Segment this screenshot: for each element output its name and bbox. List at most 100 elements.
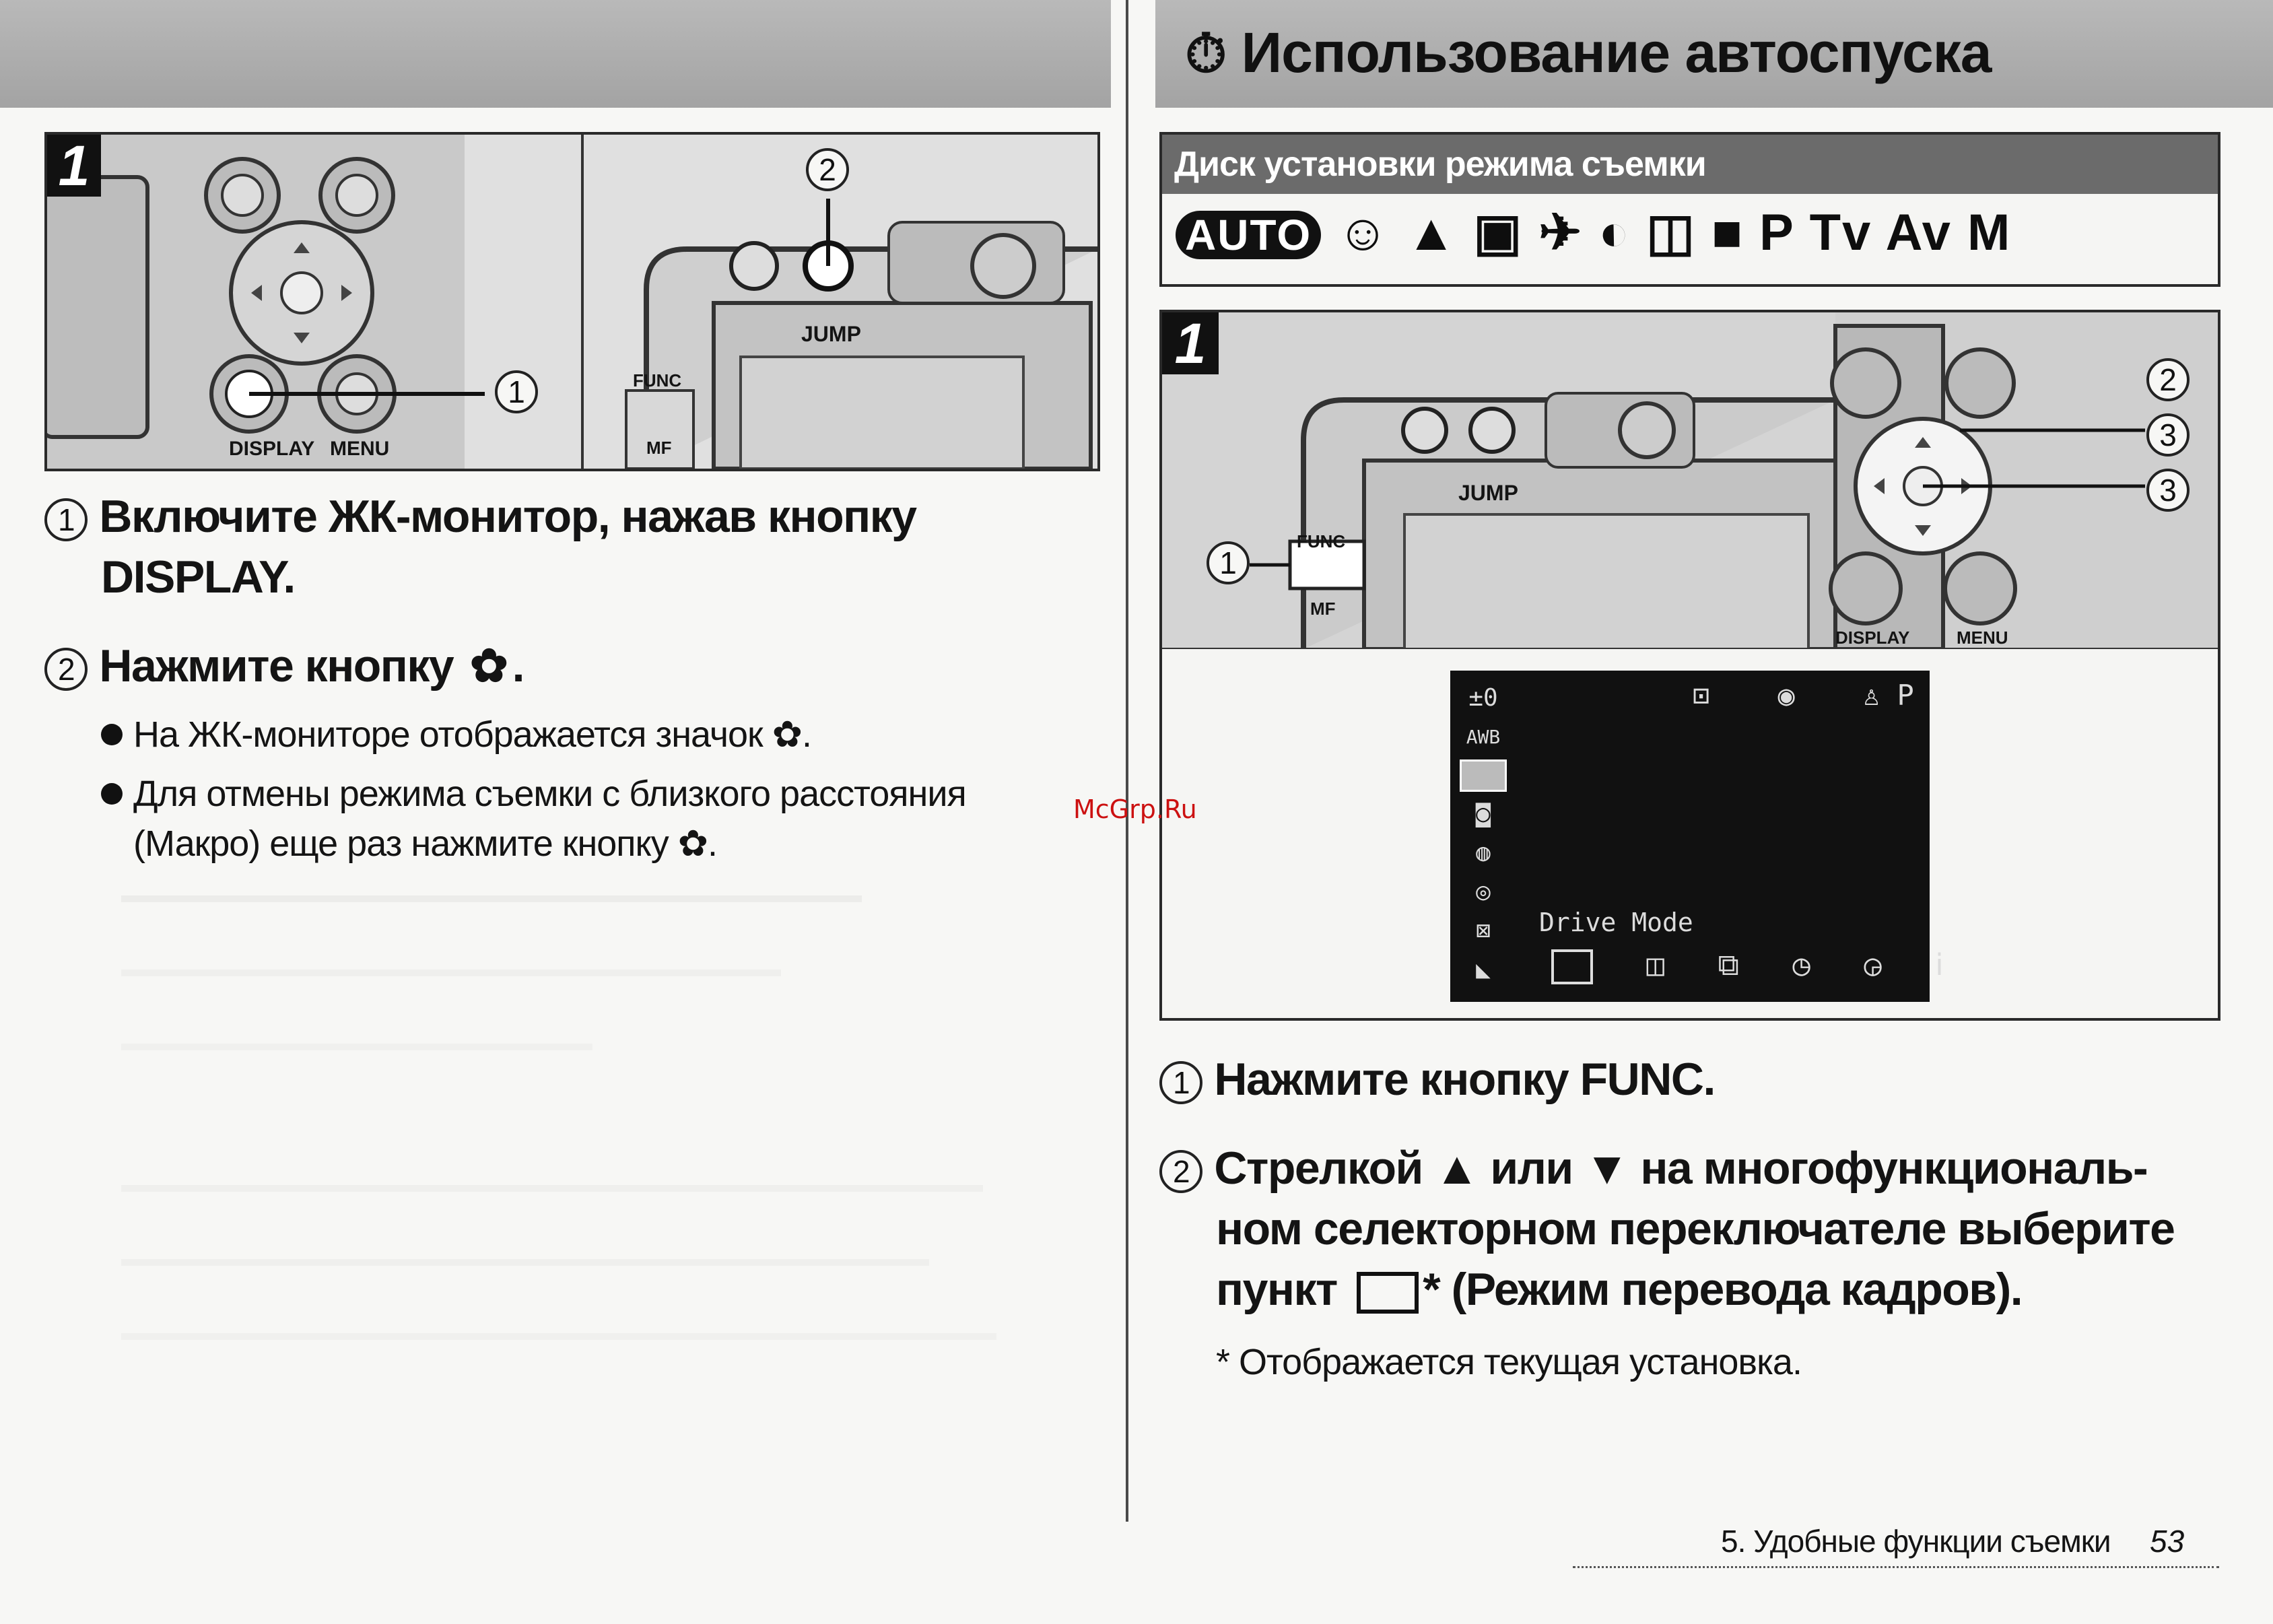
macro-flower-icon: ✿	[469, 640, 508, 691]
bullet-1-text: На ЖК-мониторе отображается значок	[133, 714, 764, 755]
movie-icon: ■	[1711, 204, 1744, 261]
iso-icon: ◙	[1476, 800, 1491, 827]
camera-buttons-drawing	[204, 135, 1097, 469]
flash-icon: ◉	[1777, 679, 1795, 712]
left-bullet-2: Для отмены режима съемки с близкого расс…	[101, 769, 1097, 869]
af-frame-icon: ⊡	[1693, 679, 1710, 712]
footer-section: 5. Удобные функции съемки	[1721, 1524, 2111, 1559]
callout-2: 2	[806, 148, 849, 191]
callout-3b: 3	[2146, 469, 2190, 512]
callout-1: 1	[495, 370, 538, 413]
lcd-func-menu: ±0 AWB ◙ ◍ ◎ ⊠ ◣ ⊡ ◉ ♙ P Drive Mode ◫ ⧉ …	[1450, 671, 1944, 1002]
step-2-line1: Стрелкой ▲ или ▼ на многофункциональ-	[1214, 1143, 2148, 1194]
step-2-period: .	[512, 640, 525, 691]
func-label: FUNC	[633, 370, 682, 391]
portrait-icon: ☺	[1336, 204, 1390, 261]
func-label: FUNC	[1297, 531, 1346, 551]
step-1-text: Нажмите кнопку FUNC.	[1214, 1054, 1716, 1105]
step-2-number: 2	[44, 648, 88, 691]
timer-2-icon[interactable]: ◶	[1864, 948, 1882, 982]
step-1-text-line2: DISPLAY.	[101, 551, 296, 603]
drive-mode-selected-icon	[1460, 759, 1507, 792]
scene-icon: ◐	[1598, 204, 1631, 261]
jump-label: JUMP	[801, 322, 861, 346]
display-button-label: DISPLAY	[1835, 628, 1910, 648]
callout-3a: 3	[2146, 413, 2190, 456]
page-title: ⏱ Использование автоспуска	[1185, 20, 1992, 86]
step-number-badge: 1	[47, 135, 101, 197]
av-mode-icon: Av	[1885, 204, 1952, 261]
camera-back-drawing	[1162, 312, 2218, 649]
lcd-top-icons: ⊡ ◉ ♙ P	[1693, 679, 1914, 712]
step-2-text: Нажмите кнопку	[99, 640, 454, 691]
bullet-dot	[101, 782, 123, 805]
step-2-number: 2	[1159, 1150, 1202, 1194]
bullet-dot	[101, 723, 123, 745]
display-button-label: DISPLAY	[229, 438, 315, 460]
mode-dial-box: Диск установки режима съемки AUTO ☺ ▲ ▣ …	[1159, 132, 2220, 287]
bullet-2-text-line1: Для отмены режима съемки с близкого расс…	[133, 774, 967, 814]
page-divider	[1126, 0, 1128, 1522]
left-header-bar	[0, 0, 1111, 108]
right-header-bar	[1155, 0, 2273, 108]
timer-10-icon[interactable]: ◷	[1792, 948, 1810, 982]
drive-mode-label: Drive Mode	[1539, 908, 1693, 937]
bullet-2-text-line2: (Макро) еще раз нажмите кнопку	[133, 823, 669, 864]
watermark: McGrp.Ru	[1073, 794, 1197, 824]
metering-icon: ⊠	[1476, 917, 1491, 945]
callout-2: 2	[2146, 358, 2190, 401]
macro-flower-icon: ✿	[677, 823, 708, 864]
right-camera-photo: 1 JUMP FUNC MF DISPLAY MENU 1 2 3 3 ±0 A…	[1159, 310, 2220, 1021]
self-timer-icon: ⏱	[1185, 24, 1227, 83]
hi-speed-icon[interactable]: ⧉	[1718, 948, 1739, 982]
lcd-bottom-icons: ◫ ⧉ ◷ ◶ ⅰ	[1551, 948, 1944, 984]
camera-shake-icon: ♙	[1862, 679, 1880, 712]
left-camera-photo: 1 DISPLAY MENU JUMP FUNC MF 1 2	[44, 132, 1100, 471]
lcd-left-column: ±0 AWB ◙ ◍ ◎ ⊠ ◣	[1460, 679, 1507, 990]
mode-dial-label: Диск установки режима съемки	[1174, 145, 1707, 184]
p-mode-icon: P	[1759, 204, 1794, 261]
left-bullet-1: На ЖК-мониторе отображается значок ✿.	[101, 710, 1097, 759]
step-1-text-line1: Включите ЖК-монитор, нажав кнопку	[99, 491, 917, 542]
jump-label: JUMP	[1458, 481, 1518, 505]
white-balance-icon: AWB	[1466, 726, 1501, 748]
step-2-line2: ном селекторном переключателе выберите	[1216, 1203, 2175, 1254]
step-1-number: 1	[1159, 1061, 1202, 1105]
effect-icon: ◍	[1476, 839, 1491, 867]
step-2-line3-a: пункт	[1216, 1264, 1338, 1315]
left-step-1: 1 Включите ЖК-монитор, нажав кнопку DISP…	[44, 486, 1095, 607]
mf-label: MF	[646, 438, 672, 458]
mode-icons-row: AUTO ☺ ▲ ▣ ✈ ◐ ◫ ■ P Tv Av M	[1162, 194, 2218, 262]
page-title-text: Использование автоспуска	[1241, 21, 1992, 84]
macro-flower-icon: ✿	[772, 714, 803, 755]
step-number-badge: 1	[1162, 312, 1219, 374]
m-mode-icon: M	[1967, 204, 2012, 261]
night-scene-icon: ▣	[1473, 204, 1524, 261]
single-shot-icon[interactable]	[1551, 949, 1593, 984]
custom-timer-icon[interactable]: ⅰ	[1935, 948, 1944, 982]
sports-icon: ✈	[1538, 204, 1583, 261]
continuous-icon[interactable]: ◫	[1646, 948, 1664, 982]
image-size-icon: ◣	[1476, 956, 1491, 984]
tv-mode-icon: Tv	[1809, 204, 1872, 261]
landscape-icon: ▲	[1406, 204, 1458, 261]
drive-mode-frame-icon	[1357, 1272, 1419, 1314]
menu-button-label: MENU	[1957, 628, 2008, 648]
mode-dial-header: Диск установки режима съемки	[1162, 135, 2218, 194]
step-2-line3-b: * (Режим перевода кадров).	[1423, 1264, 2023, 1315]
mf-label: MF	[1310, 599, 1336, 619]
lcd-edge	[47, 175, 149, 439]
step-1-number: 1	[44, 498, 88, 542]
bleed-through-text	[121, 869, 1064, 1475]
bracket-icon: ◎	[1476, 878, 1491, 906]
callout-1: 1	[1207, 541, 1250, 584]
auto-mode-icon: AUTO	[1176, 211, 1322, 259]
right-step-2: 2 Стрелкой ▲ или ▼ на многофункциональ- …	[1159, 1138, 2264, 1320]
page-number: 53	[2149, 1524, 2185, 1559]
exposure-comp-icon: ±0	[1468, 684, 1498, 712]
right-note: * Отображается текущая установка.	[1216, 1342, 1802, 1382]
footer: 5. Удобные функции съемки 53	[1573, 1523, 2219, 1568]
left-step-2: 2 Нажмите кнопку ✿.	[44, 636, 1095, 696]
menu-button-label: MENU	[330, 438, 390, 460]
stitch-assist-icon: ◫	[1646, 204, 1696, 261]
